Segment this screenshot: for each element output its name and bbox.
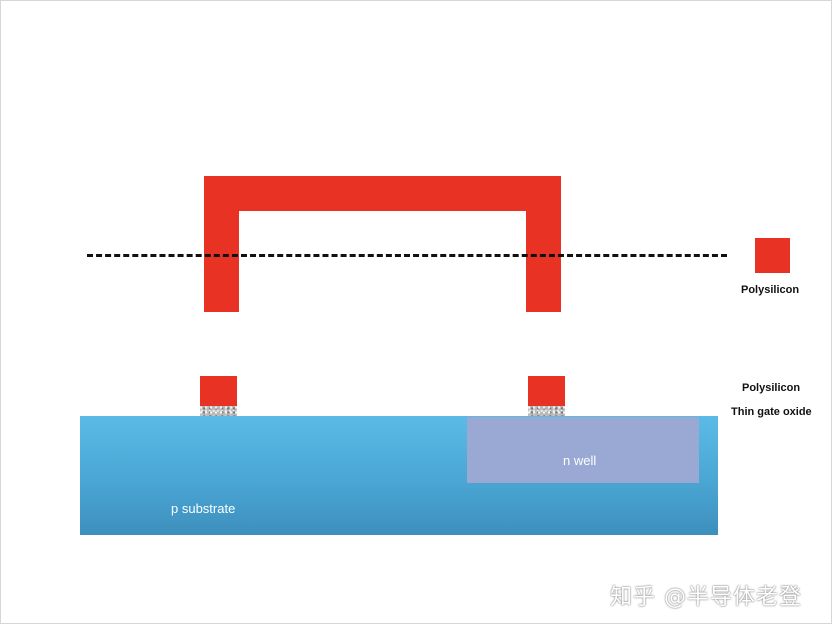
gate-polysilicon-left bbox=[200, 376, 237, 406]
polysilicon-bracket-right-leg bbox=[526, 176, 561, 312]
watermark: 知乎 @半导体老登 bbox=[610, 585, 802, 610]
polysilicon-bracket-top bbox=[204, 176, 561, 211]
cross-section-cut-line bbox=[87, 254, 727, 257]
p-substrate-label: p substrate bbox=[171, 501, 236, 516]
polysilicon-bracket-left-leg bbox=[204, 176, 239, 312]
polysilicon-legend-label: Polysilicon bbox=[741, 284, 800, 296]
thin-gate-oxide-right bbox=[528, 406, 565, 416]
cross-section-polysilicon-label: Polysilicon bbox=[742, 382, 801, 394]
n-well-label: n well bbox=[563, 453, 597, 468]
n-well bbox=[467, 417, 699, 483]
thin-gate-oxide-left bbox=[200, 406, 237, 416]
thin-gate-oxide-label: Thin gate oxide bbox=[731, 406, 812, 418]
gate-polysilicon-right bbox=[528, 376, 565, 406]
polysilicon-legend-swatch bbox=[755, 238, 790, 273]
